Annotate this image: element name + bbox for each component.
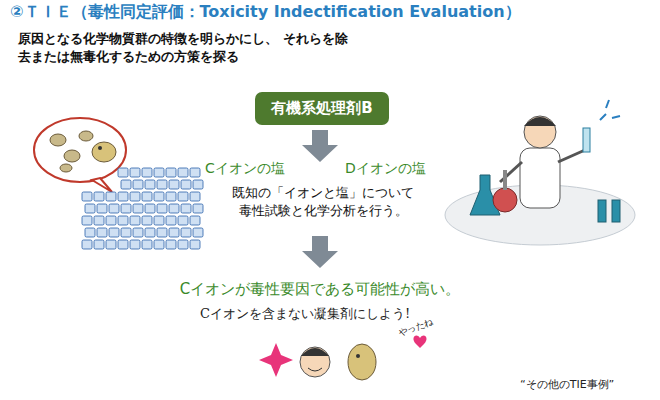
test-cup [142,192,152,201]
test-cup [157,204,167,213]
test-cup [142,216,152,225]
test-cup [118,216,128,225]
test-cup [178,240,188,249]
test-cup [166,216,176,225]
process-box: 有機系処理剤B [255,92,388,125]
test-cup [190,168,200,177]
note-label: “その他のTIE事例” [520,378,614,391]
test-cup [118,168,128,177]
test-cup [169,228,179,237]
test-cup [97,228,107,237]
test-cup [190,240,200,249]
test-cup [82,240,92,249]
note-label: Dイオンの塩 [345,160,426,177]
test-cup [97,204,107,213]
test-cup [157,228,167,237]
test-cup [154,216,164,225]
test-cup [82,192,92,201]
note-label: Cイオンが毒性要因である可能性が高い。 [170,280,470,298]
test-cup [193,180,203,189]
test-cup [121,228,131,237]
test-cup [193,228,203,237]
note-label: 既知の「イオンと塩」について 毒性試験と化学分析を行う。 [228,184,418,219]
happy-faces [259,336,427,380]
test-cup [154,168,164,177]
test-cup [130,216,140,225]
test-cup [133,204,143,213]
test-cup [85,228,95,237]
test-cup [169,204,179,213]
test-cup [130,192,140,201]
test-cup [166,192,176,201]
test-cup [178,168,188,177]
scientist [445,100,635,245]
test-cup [190,216,200,225]
test-cup [121,180,131,189]
note-label: Cイオンを含まない凝集剤にしよう! [200,306,410,322]
test-cup [121,204,131,213]
test-cup [142,240,152,249]
down-arrow [302,130,338,162]
node-text: 有機系処理剤B [271,99,372,118]
test-cup [145,228,155,237]
test-cup [133,228,143,237]
test-cup [106,240,116,249]
test-cup [193,204,203,213]
note-label: 原因となる化学物質群の特徴を明らかにし、 それらを除去または無毒化するための方策… [18,30,348,65]
test-cup [166,240,176,249]
test-cup [181,180,191,189]
test-cup [94,216,104,225]
test-cup [94,192,104,201]
test-cup [178,216,188,225]
test-cup [133,180,143,189]
test-cup [94,240,104,249]
down-arrow [302,236,338,268]
test-cup [130,168,140,177]
test-cup [190,192,200,201]
test-cup [154,240,164,249]
test-cup [181,228,191,237]
test-cup [118,192,128,201]
test-cup [178,192,188,201]
test-cup [142,168,152,177]
test-cup [106,192,116,201]
test-cup [109,228,119,237]
test-cup [82,216,92,225]
title: ②ＴＩＥ（毒性同定評価：Toxicity Indectification Eva… [10,2,521,23]
test-cup [181,204,191,213]
test-cup [145,180,155,189]
test-cup [118,240,128,249]
test-cup [154,192,164,201]
test-cup [169,180,179,189]
test-cup [157,180,167,189]
note-label: Cイオンの塩 [205,160,285,177]
test-cup [166,168,176,177]
test-cup [130,240,140,249]
test-cup [145,204,155,213]
daphnia-bubble [34,118,126,192]
test-cup [106,216,116,225]
test-cup-grid [82,168,203,249]
test-cup [109,204,119,213]
test-cup [85,204,95,213]
